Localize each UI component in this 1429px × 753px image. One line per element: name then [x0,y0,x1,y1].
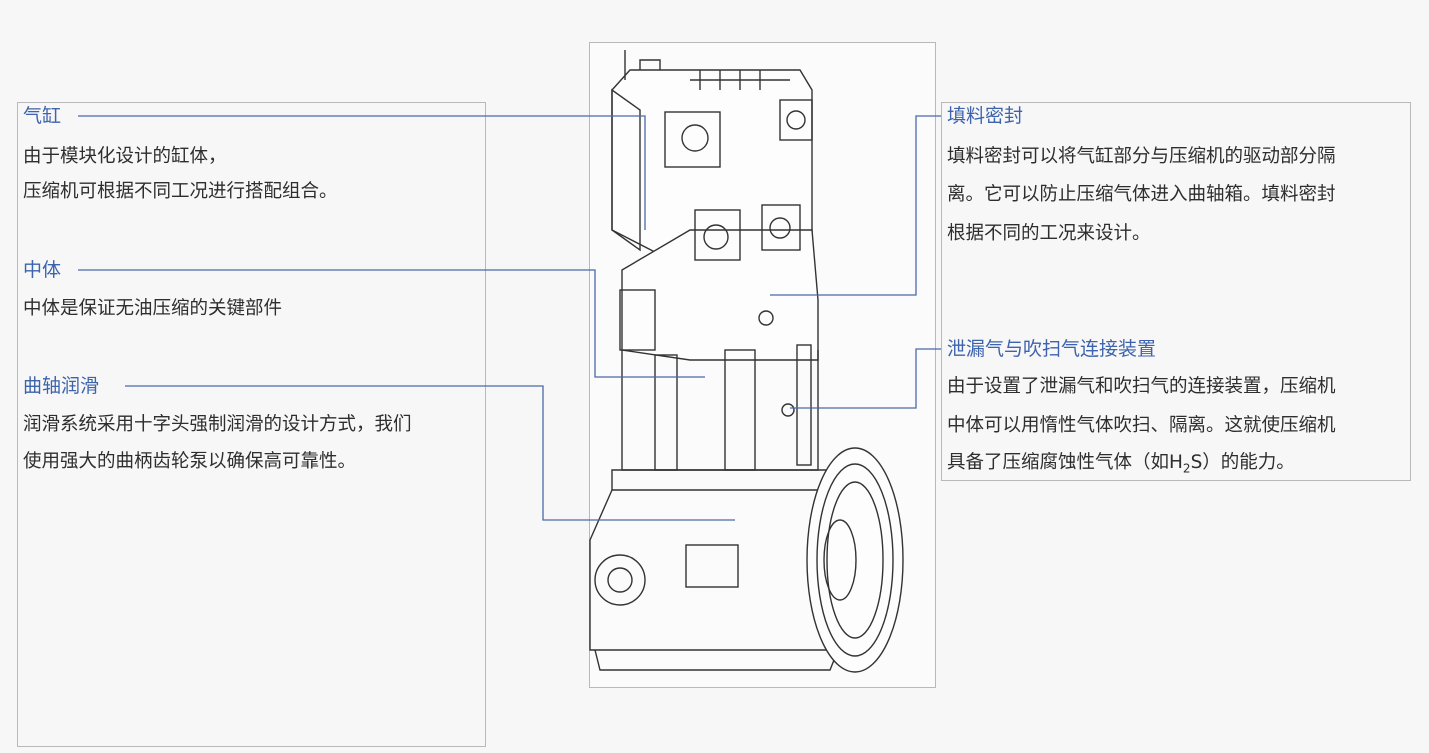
purge-connection-title: 泄漏气与吹扫气连接装置 [947,338,1157,360]
leader-line-crankshaft [125,385,735,521]
purge-text-pre: 具备了压缩腐蚀性气体（如H [947,452,1183,473]
left-panel [17,102,486,747]
crankshaft-text-line: 使用强大的曲柄齿轮泵以确保高可靠性。 [23,451,357,472]
leader-line-packing-seal [770,115,941,296]
packing-seal-title: 填料密封 [947,105,1024,127]
leader-line-cylinder [78,115,646,230]
crankshaft-title: 曲轴润滑 [23,374,106,398]
cylinder-text-line: 由于模块化设计的缸体， [23,146,227,167]
distance-piece-title: 中体 [23,258,68,282]
packing-seal-text-line: 离。它可以防止压缩气体进入曲轴箱。填料密封 [947,184,1336,205]
leader-line-purge [790,348,941,409]
purge-text-line: 由于设置了泄漏气和吹扫气的连接装置，压缩机 [947,376,1336,397]
crankshaft-text-line: 润滑系统采用十字头强制润滑的设计方式，我们 [23,414,412,435]
purge-text-post: S）的能力。 [1190,452,1295,473]
purge-text-line: 中体可以用惰性气体吹扫、隔离。这就使压缩机 [947,415,1336,436]
packing-seal-text-line: 填料密封可以将气缸部分与压缩机的驱动部分隔 [947,146,1336,167]
right-panel [941,102,1411,481]
distance-piece-text-line: 中体是保证无油压缩的关键部件 [23,298,283,319]
cylinder-title: 气缸 [23,104,68,128]
compressor-illustration [589,50,904,673]
purge-text-subscript: 2 [1182,461,1191,476]
leader-line-distance-piece [78,269,705,378]
packing-seal-text-line: 根据不同的工况来设计。 [947,223,1151,244]
cylinder-text-line: 压缩机可根据不同工况进行搭配组合。 [23,181,338,202]
leader-lines [78,115,941,521]
purge-text-line-last: 具备了压缩腐蚀性气体（如H2S）的能力。 [947,451,1295,481]
